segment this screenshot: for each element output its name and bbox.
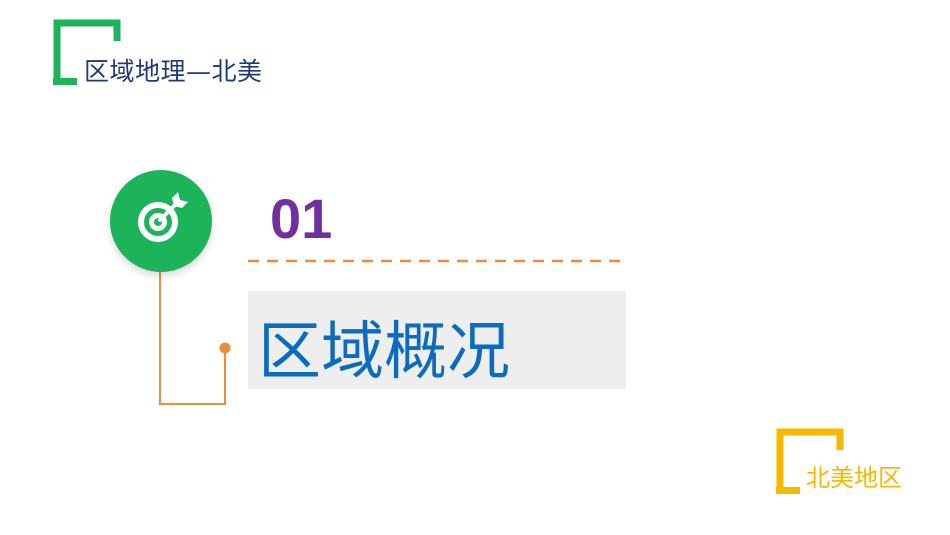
- heading-background: [248, 291, 626, 389]
- corner-bracket-top-left: [53, 19, 121, 85]
- section-number: 01: [270, 187, 333, 250]
- dashed-divider: [248, 259, 624, 263]
- corner-bracket-bottom-right: [776, 428, 844, 494]
- section-heading: 区域概况: [258, 315, 510, 388]
- section-icon-circle: [110, 170, 212, 272]
- slide-title: 区域地理—北美: [84, 57, 263, 86]
- target-icon: [138, 192, 188, 242]
- region-label: 北美地区: [806, 464, 902, 492]
- connector-line: [159, 270, 231, 405]
